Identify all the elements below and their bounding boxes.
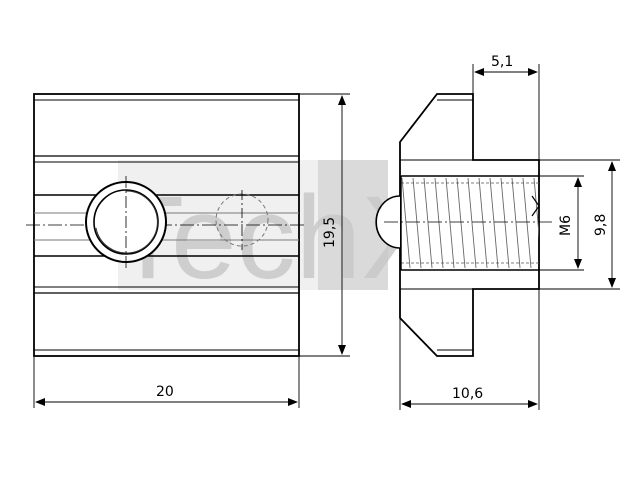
- dimension-side-top: [472, 64, 540, 160]
- dim-label-width-side: 10,6: [452, 386, 483, 402]
- dimension-front-width: [33, 356, 300, 408]
- thread-region: [401, 176, 539, 270]
- dim-label-height-side: 9,8: [593, 214, 609, 236]
- dimension-front-height: [299, 93, 350, 357]
- front-view: [26, 93, 305, 357]
- dim-label-width-front: 20: [156, 384, 174, 400]
- side-view: [375, 93, 552, 357]
- dim-label-thread: M6: [558, 215, 574, 236]
- dimension-thread: [539, 175, 584, 271]
- dimension-side-width: [399, 289, 540, 410]
- dim-label-top-side: 5,1: [491, 54, 513, 70]
- dimension-side-height: [539, 159, 620, 290]
- dim-label-height-front: 19,5: [322, 217, 338, 248]
